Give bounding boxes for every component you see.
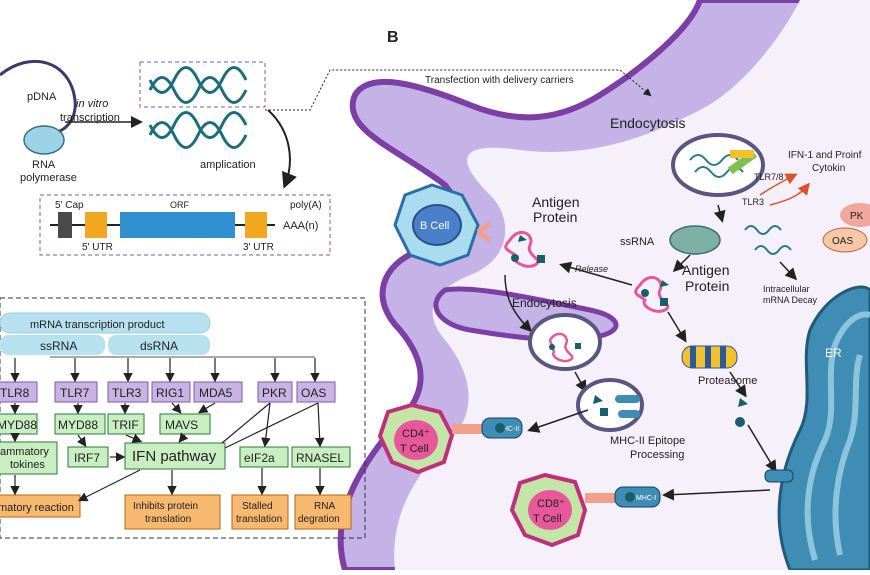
cd8-t-cell: CD8⁺ T Cell MHC-I [509, 472, 661, 548]
endoplasmic-reticulum: ER [777, 285, 870, 572]
outcome-inflammatory: matory reaction [0, 502, 74, 514]
tlr3-label: TLR3 [742, 197, 764, 207]
adaptor-row: MYD88 MYD88 TRIF MAVS [0, 413, 211, 435]
receptor-tlr3: TLR3 [112, 386, 142, 400]
cell-panel: ER Endocytosis TLR7/8 TLR3 IFN-1 and Pro… [265, 0, 870, 573]
intracellular-decay-1: Intracellular [763, 284, 810, 294]
proteasome-label: Proteasome [698, 375, 757, 387]
mrna-synthesis-panel: pDNA RNA polymerase in vitro transcripti… [0, 59, 331, 256]
outcome-inhibit-1: Inhibits protein [133, 501, 198, 512]
tlr78-label: TLR7/8 [754, 172, 784, 182]
adaptor-trif: TRIF [112, 418, 139, 432]
proteasome [681, 345, 738, 369]
endosome-top [671, 133, 765, 197]
adaptor-mavs: MAVS [165, 418, 198, 432]
panel-b-label: B [387, 29, 399, 46]
pathway-dsrna: dsRNA [140, 339, 178, 353]
oas-label: OAS [832, 236, 853, 247]
receptor-rig1: RIG1 [156, 386, 184, 400]
cd4-t-cell: CD4⁺ T Cell MHC-II [377, 402, 523, 475]
b-cell: B Cell [393, 183, 492, 267]
rnasel: RNASEL [296, 451, 344, 465]
outcome-stalled-2: translation [236, 514, 282, 525]
amplification-label: amplication [200, 159, 256, 171]
rna-polymerase-label-2: polymerase [20, 172, 77, 184]
antigen-mid-label-2: Protein [685, 278, 729, 294]
adaptor-myd88-1: MYD88 [0, 418, 37, 432]
b-cell-label: B Cell [420, 220, 449, 232]
outcome-rna-1: RNA [314, 501, 335, 512]
pdna-label: pDNA [27, 91, 57, 103]
ifn-pathway: IFN pathway [132, 448, 217, 465]
cd4-label-1: CD4⁺ [402, 428, 430, 440]
endocytosis-top-label: Endocytosis [610, 115, 685, 131]
cd4-label-2: T Cell [400, 443, 429, 455]
adaptor-myd88-2: MYD88 [58, 418, 98, 432]
endocytosis-mid-label: Endocytosis [512, 296, 577, 310]
transcription-label: transcription [60, 112, 120, 124]
outcome-rna-2: degration [298, 514, 340, 525]
endosome-mid [528, 313, 602, 371]
receptor-mda5: MDA5 [199, 386, 233, 400]
release-label: Release [575, 264, 608, 274]
tail-label: AAA(n) [283, 220, 318, 232]
polya-label: poly(A) [290, 200, 322, 211]
outcome-inhibit-2: translation [145, 514, 191, 525]
cap [58, 212, 72, 238]
in-vitro-label: in vitro [76, 98, 108, 110]
antigen-protein-top [504, 230, 545, 268]
ribosome [669, 225, 721, 255]
orf-label: ORF [170, 200, 190, 210]
utr5-label: 5' UTR [82, 242, 113, 253]
intracellular-decay-2: mRNA Decay [763, 295, 818, 305]
pk-label: PK [850, 211, 864, 222]
ifn-label-2: Cytokin [812, 163, 845, 174]
ssrna-label: ssRNA [620, 236, 655, 248]
ifn-label-1: IFN-1 and Proinf [788, 150, 862, 161]
mhc1-tag: MHC-I [636, 495, 656, 502]
transfection-label: Transfection with delivery carriers [425, 75, 574, 86]
receptor-pkr: PKR [262, 386, 287, 400]
outcome-stalled-1: Stalled [242, 501, 273, 512]
antigen-mid-label-1: Antigen [682, 262, 729, 278]
mhc2-processing-2: Processing [630, 449, 684, 461]
receptor-tlr7: TLR7 [60, 386, 90, 400]
mhc2-vesicle [576, 378, 644, 432]
mhc2-tag: MHC-II [497, 426, 519, 433]
cd8-label-1: CD8⁺ [537, 498, 565, 510]
orf [120, 212, 235, 238]
pathway-ssrna: ssRNA [40, 339, 77, 353]
pathway-title: mRNA transcription product [30, 319, 165, 331]
cytokines-line-2: tokines [10, 459, 45, 471]
antigen-protein-mid [634, 275, 670, 313]
rna-polymerase [23, 125, 65, 155]
cd8-label-2: T Cell [533, 513, 562, 525]
mhc2-processing-1: MHC-II Epitope [610, 435, 685, 447]
eif2a: eIF2a [244, 451, 275, 465]
receptor-row: TLR8 TLR7 TLR3 RIG1 MDA5 PKR OAS [0, 381, 336, 403]
utr3-label: 3' UTR [243, 242, 274, 253]
antigen-top-label-2: Protein [533, 209, 577, 225]
receptor-oas: OAS [301, 386, 326, 400]
cap-label: 5' Cap [55, 200, 84, 211]
rna-polymerase-label-1: RNA [32, 159, 56, 171]
pk-blob [840, 203, 870, 227]
er-label: ER [825, 346, 842, 360]
antigen-top-label-1: Antigen [532, 194, 579, 210]
receptor-tlr8: TLR8 [0, 386, 30, 400]
dsrna-box [139, 61, 266, 108]
pathway-panel: mRNA transcription product ssRNA dsRNA T… [0, 297, 366, 539]
cytokines-line-1: ammatory [0, 446, 49, 458]
irf7: IRF7 [74, 451, 100, 465]
